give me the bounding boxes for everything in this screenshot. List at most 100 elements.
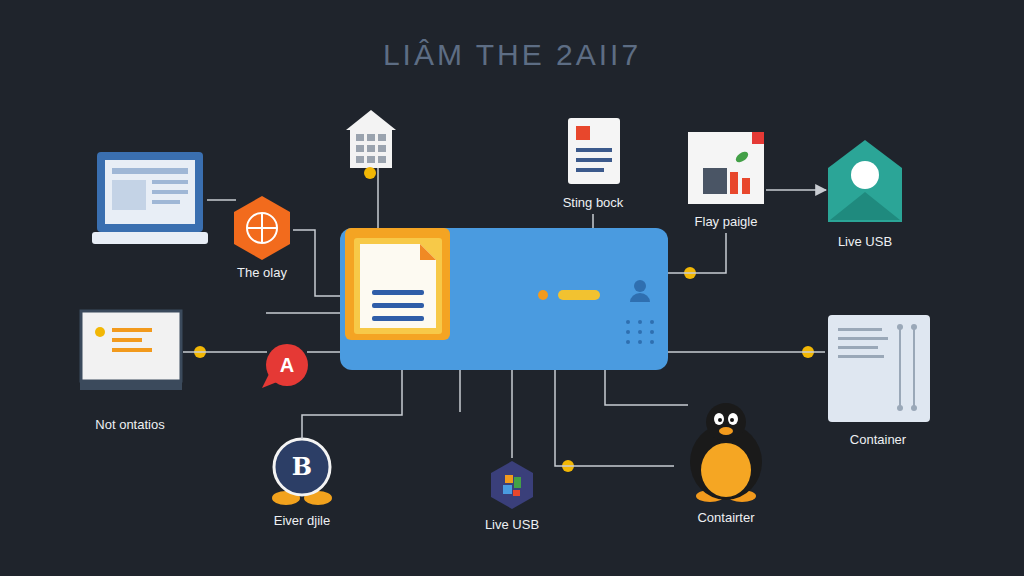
chart-icon [742, 178, 750, 194]
monitor-icon [80, 380, 182, 390]
badge-icon [272, 439, 332, 505]
chart-icon [688, 132, 764, 204]
laptop-icon [105, 160, 195, 224]
hub-box [360, 244, 436, 328]
hub-box [340, 228, 668, 370]
hub-box [650, 330, 654, 334]
connector [555, 370, 674, 466]
hub-box [538, 290, 548, 300]
monitor-icon [80, 311, 182, 390]
node-label: Live USB [838, 234, 892, 250]
monitor-icon [112, 338, 142, 342]
building-icon [378, 134, 386, 141]
panel-icon [838, 355, 884, 358]
bubble-node: A [267, 345, 307, 388]
usb-icon [828, 140, 902, 222]
penguin-icon [728, 413, 738, 425]
hexagon-icon [513, 490, 520, 496]
laptop-icon [112, 180, 146, 210]
laptop-icon [112, 168, 188, 174]
node-label: Eiver djile [274, 513, 330, 529]
chart-icon [734, 150, 750, 165]
hub-box [626, 340, 630, 344]
usb-icon [830, 192, 900, 220]
laptop-icon [152, 180, 188, 184]
node-label: Contairter [697, 510, 754, 526]
chart-icon [730, 172, 738, 194]
hub-box [372, 316, 424, 321]
building-icon [356, 145, 364, 152]
hub-box [638, 320, 642, 324]
usb-icon [851, 161, 879, 189]
usb-node: Live USB [826, 138, 904, 253]
hub-box [372, 290, 424, 295]
panel-icon [897, 405, 903, 411]
node-label: Sting bock [563, 195, 624, 211]
connector [511, 370, 513, 458]
diagram-title: LIÂM THE 2AII7 [0, 38, 1024, 72]
node-label: A [280, 345, 294, 385]
wire [266, 312, 340, 314]
hub-box [650, 320, 654, 324]
hub-box [340, 228, 668, 370]
connector [766, 189, 826, 191]
hexagon-node: The olay [231, 194, 293, 284]
connector [293, 230, 340, 296]
connector [302, 370, 402, 439]
wire [377, 168, 379, 228]
panel-icon [828, 315, 930, 422]
node-label: Live USB [485, 517, 539, 533]
hub-box [558, 290, 600, 300]
node-label: The olay [237, 265, 287, 281]
building-icon [367, 156, 375, 163]
monitor-icon [112, 348, 152, 352]
hub-box [345, 228, 450, 340]
hexagon-icon [491, 461, 533, 509]
wire [605, 370, 688, 405]
panel-node: Container [825, 313, 931, 451]
panel-icon [838, 328, 882, 331]
connector [183, 351, 267, 353]
laptop-icon [92, 232, 208, 244]
wire [459, 370, 461, 412]
hexagon-icon [505, 475, 513, 483]
penguin-icon [690, 403, 762, 502]
building-icon [346, 110, 396, 130]
hexagon-icon [261, 213, 263, 243]
wire [207, 199, 236, 201]
junction-dot [364, 167, 376, 179]
node-label: Container [850, 432, 906, 448]
monitor-node: Not ontatios [77, 308, 183, 436]
building-icon [356, 134, 364, 141]
junction-dot [194, 167, 814, 472]
monitor-icon [112, 328, 152, 332]
monitor-icon [81, 311, 181, 381]
building-icon [378, 156, 386, 163]
hexagon-icon [234, 196, 290, 260]
hub-box [650, 340, 654, 344]
laptop-icon [97, 152, 203, 232]
panel-icon [838, 346, 878, 349]
hub-box [340, 228, 668, 370]
building-icon [367, 134, 375, 141]
node-label: B [292, 439, 312, 495]
document-icon [576, 158, 612, 162]
node-label: Not ontatios [95, 417, 164, 433]
hub-box [630, 293, 650, 302]
speech-bubble [266, 344, 308, 386]
panel-icon [838, 337, 888, 340]
badge-node: B Eiver djile [269, 439, 335, 532]
usb-icon [828, 140, 902, 222]
penguin-node: Contairter [674, 403, 778, 529]
hexagon-icon [503, 485, 512, 494]
document-icon [568, 118, 620, 184]
panel-icon [913, 325, 915, 410]
monitor-icon [95, 327, 105, 337]
usb-node: Live USB [480, 458, 544, 536]
building-icon [356, 156, 364, 163]
penguin-icon [701, 443, 751, 497]
document-icon [568, 118, 620, 184]
hub-box [626, 320, 630, 324]
hexagon-icon [514, 477, 521, 488]
